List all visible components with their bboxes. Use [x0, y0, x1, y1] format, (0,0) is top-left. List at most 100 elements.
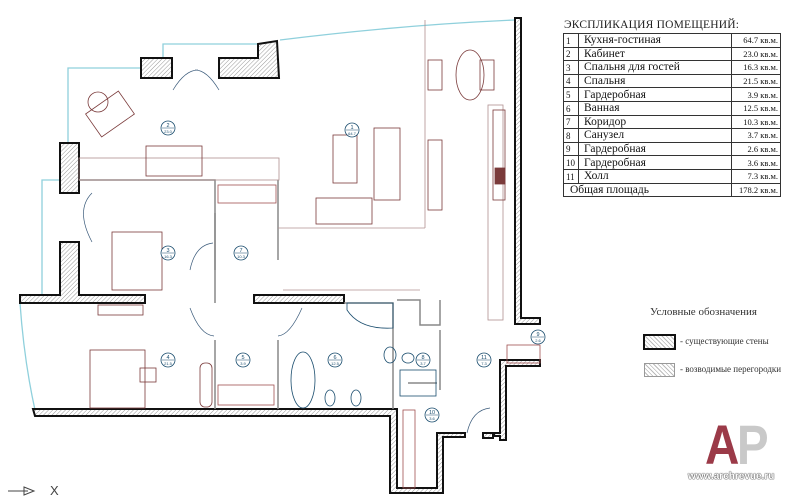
room-name: Спальня: [578, 73, 732, 89]
room-area: 7.3 кв.м.: [731, 168, 781, 184]
chair: [427, 59, 443, 91]
room-area: 23.0 кв.м.: [731, 46, 781, 62]
furniture: [85, 49, 541, 489]
wall-block: [253, 294, 345, 304]
bed: [111, 231, 163, 291]
room-marker: 83.7: [415, 352, 431, 368]
sofa: [315, 197, 373, 225]
chair: [479, 59, 495, 91]
room-marker-number: 1: [350, 125, 353, 131]
room-marker-number: 4: [166, 355, 169, 361]
room-area: 64.7 кв.м.: [731, 33, 781, 48]
room-markers: 164.7 223.0 316.3 421.5 53.9 612.5 710.3 83.7 9 2…: [160, 120, 546, 423]
total-row: Общая площадь 178.2 кв.м.: [563, 182, 781, 198]
room-name: Кабинет: [578, 46, 732, 62]
legend-existing-walls: - существующие стены: [680, 336, 769, 346]
legend-title: Условные обозначения: [650, 306, 757, 318]
new-partition-swatch: [644, 363, 675, 377]
room-area: 3.9 кв.м.: [731, 87, 781, 102]
wall-segment: [493, 359, 541, 441]
room-area: 2.6 кв.м.: [731, 141, 781, 157]
wardrobe: [217, 184, 277, 204]
room-name: Холл: [578, 168, 732, 184]
wall-block: [19, 241, 146, 304]
watermark-logo: AP: [705, 413, 769, 476]
room-name: Гардеробная: [578, 141, 732, 157]
desk: [85, 90, 135, 138]
bed: [89, 349, 146, 409]
room-name: Гардеробная: [578, 87, 732, 102]
room-marker-number: 7: [239, 248, 242, 254]
room-name: Спальня для гостей: [578, 60, 732, 75]
room-marker-number: 8: [421, 355, 424, 361]
dining-table: [455, 49, 485, 101]
room-marker-number: 10: [429, 410, 435, 416]
bar-stools: [427, 139, 443, 211]
room-marker-area: 10.3: [237, 254, 246, 259]
room-marker: 421.5: [160, 352, 176, 368]
room-marker-number: 6: [333, 355, 336, 361]
bench: [199, 362, 213, 408]
doors: [83, 69, 491, 434]
room-marker: 612.5: [327, 352, 343, 368]
room-marker-number: 11: [481, 355, 487, 361]
room-marker-area: 21.5: [164, 361, 173, 366]
room-marker: 710.3: [233, 245, 249, 261]
bathtub: [290, 351, 316, 409]
explication-title: ЭКСПЛИКАЦИЯ ПОМЕЩЕНИЙ:: [564, 19, 740, 31]
shower: [346, 302, 394, 329]
room-marker: 53.9: [235, 352, 251, 368]
room-marker-number: 3: [166, 248, 169, 254]
room-marker-area: 12.5: [331, 361, 340, 366]
room-area: 10.3 кв.м.: [731, 114, 781, 130]
wardrobe: [217, 384, 275, 406]
hob: [494, 167, 506, 185]
sofa: [373, 127, 401, 201]
wardrobe: [402, 409, 416, 489]
room-marker-number: 5: [241, 355, 244, 361]
room-marker-area: 3.6: [429, 416, 435, 421]
room-marker-area: 23.0: [164, 129, 173, 134]
room-number: 5: [563, 87, 579, 102]
room-marker-number: 2: [166, 123, 169, 129]
room-area: 3.7 кв.м.: [731, 128, 781, 143]
nightstand: [139, 367, 157, 383]
room-marker-area: 16.3: [164, 254, 173, 259]
tv-console: [97, 304, 144, 316]
room-name: Коридор: [578, 114, 732, 130]
total-area: 178.2 кв.м.: [731, 182, 781, 198]
room-marker: 117.3: [476, 352, 492, 368]
room-marker-area: 3.7: [420, 361, 426, 366]
room-area: 3.6 кв.м.: [731, 155, 781, 170]
toilet: [324, 389, 336, 407]
wardrobe: [506, 344, 541, 364]
window-glazing: [19, 19, 516, 411]
room-number: 9: [563, 141, 579, 157]
toilet: [401, 352, 415, 364]
room-area: 12.5 кв.м.: [731, 100, 781, 116]
room-number: 3: [563, 60, 579, 75]
bathroom-fixtures: [290, 302, 437, 409]
room-marker: 164.7: [344, 122, 360, 138]
sofa: [145, 145, 203, 177]
wall-segment: [514, 17, 541, 325]
room-number: 7: [563, 114, 579, 130]
room-marker-number: 9: [536, 332, 539, 338]
sink: [383, 346, 397, 364]
ucs-axis-icon: [8, 486, 36, 496]
shower-tray: [399, 369, 437, 397]
room-area: 21.5 кв.м.: [731, 73, 781, 89]
wall-segment: [31, 408, 466, 494]
kitchen-counter: [492, 109, 506, 201]
wall-block: [218, 39, 281, 79]
